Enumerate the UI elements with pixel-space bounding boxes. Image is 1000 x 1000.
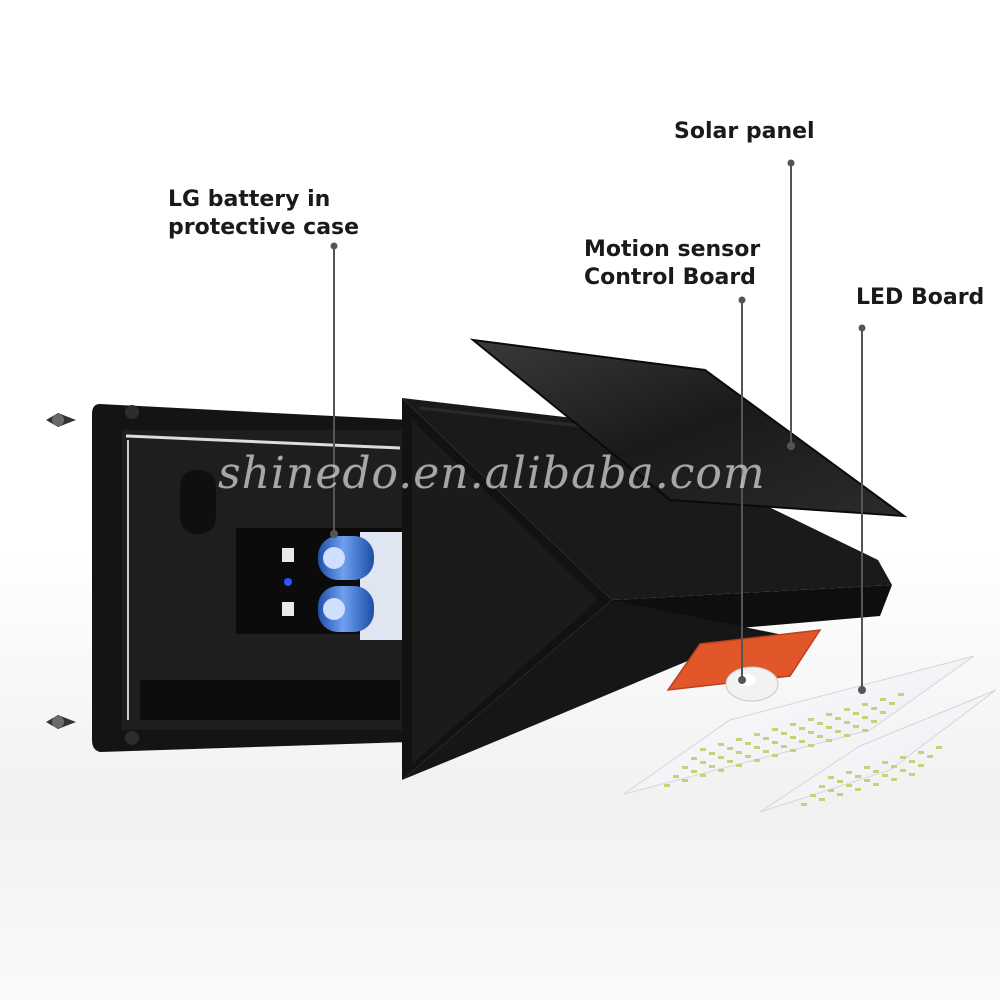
leader-battery <box>330 242 338 538</box>
screw-top <box>46 413 76 427</box>
label-motion-sensor: Motion sensor Control Board <box>584 237 761 290</box>
leader-motion-sensor <box>738 296 746 684</box>
leader-solar-panel <box>787 159 795 450</box>
label-led-board: LED Board <box>856 285 985 310</box>
motion-sensor-board <box>666 629 822 702</box>
label-battery: LG battery in protective case <box>168 187 360 240</box>
led-board <box>623 655 997 813</box>
front-cover <box>402 398 892 780</box>
battery-case <box>236 528 404 640</box>
led-chips <box>664 693 942 806</box>
battery-bottom <box>318 586 374 632</box>
leader-led-board <box>858 324 866 694</box>
battery-top <box>318 536 374 580</box>
solar-panel <box>469 338 908 518</box>
watermark: shinedo.en.alibaba.com <box>218 448 766 499</box>
screw-bottom <box>46 715 76 729</box>
label-solar-panel: Solar panel <box>674 119 815 144</box>
